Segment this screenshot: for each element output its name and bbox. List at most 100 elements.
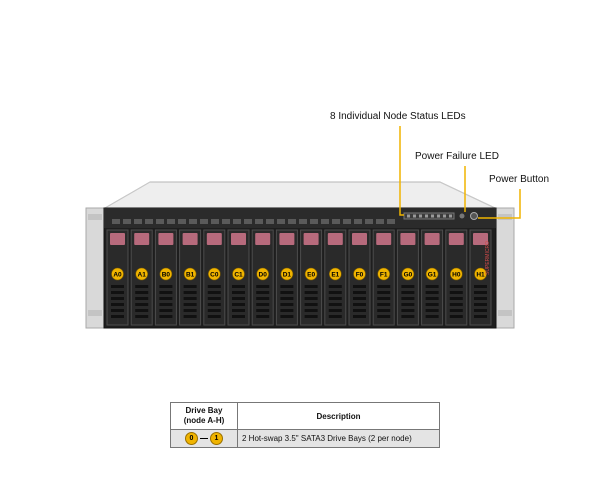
drive-bay-g0[interactable]: G0 (396, 229, 419, 326)
drive-vent (111, 291, 124, 294)
drive-vent (183, 285, 197, 288)
drive-bay-badge-icon (401, 267, 415, 281)
drive-vent (111, 303, 124, 306)
drive-bay-badge-icon (183, 267, 197, 281)
chassis-top (103, 181, 496, 209)
drive-bay-d0[interactable]: D0 (251, 229, 274, 326)
drive-bay-d1[interactable]: D1 (275, 229, 298, 326)
vent-slot (222, 219, 230, 224)
legend-header-description: Description (237, 402, 440, 430)
vent-slot (343, 219, 351, 224)
drive-vent (232, 309, 245, 312)
drive-bay-c0[interactable]: C0 (203, 229, 226, 326)
drive-release-handle[interactable] (231, 233, 246, 245)
legend-header-bay: Drive Bay (node A-H) (170, 402, 238, 430)
drive-bay-badge-icon (232, 267, 245, 281)
drive-vent (425, 285, 439, 288)
callout-line-power-button (478, 189, 521, 219)
drive-release-handle[interactable] (255, 233, 271, 245)
drive-vent (135, 285, 149, 288)
drive-release-handle[interactable] (182, 233, 198, 245)
vent-slot (321, 219, 329, 224)
drive-vent (111, 309, 124, 312)
drive-vent (474, 315, 487, 318)
drive-vent (256, 291, 270, 294)
drive-release-handle[interactable] (473, 233, 488, 245)
drive-release-handle[interactable] (303, 233, 319, 245)
vent-slot (255, 219, 263, 224)
vent-slot (178, 219, 186, 224)
drive-release-handle[interactable] (279, 233, 295, 245)
drive-release-handle[interactable] (327, 233, 343, 245)
drive-release-handle[interactable] (352, 233, 367, 245)
drive-vent (135, 297, 149, 300)
drive-bay-a1[interactable]: A1 (130, 229, 153, 326)
drive-bay-badge-icon (449, 267, 463, 281)
drive-bay-label: E1 (331, 272, 339, 279)
drive-bay-e1[interactable]: E1 (324, 229, 347, 326)
drive-bay-label: B1 (186, 272, 195, 279)
drive-bay-a0[interactable]: A0 (106, 229, 129, 326)
drive-vent (256, 303, 270, 306)
drive-release-handle[interactable] (134, 233, 150, 245)
drive-vent (232, 285, 245, 288)
drive-vent (183, 303, 197, 306)
callout-line-node-leds (399, 126, 404, 216)
drive-vent (449, 285, 463, 288)
brand-label: SUPERMICRO (485, 241, 491, 275)
drive-vent (353, 309, 366, 312)
drive-vent (377, 309, 391, 312)
drive-vent (207, 303, 221, 306)
range-dash (200, 438, 208, 439)
drive-vent (232, 291, 245, 294)
drive-release-handle[interactable] (424, 233, 440, 245)
drive-bay-f0[interactable]: F0 (348, 229, 371, 326)
callout-node-status-leds: 8 Individual Node Status LEDs (330, 111, 466, 122)
drive-vent (183, 309, 197, 312)
drive-vent (328, 291, 342, 294)
drive-release-handle[interactable] (110, 233, 125, 245)
drive-release-handle[interactable] (448, 233, 464, 245)
drive-vent (449, 297, 463, 300)
drive-vent (135, 309, 149, 312)
drive-bay-h1[interactable]: H1 (469, 229, 492, 326)
drive-bay-label: A1 (138, 272, 147, 279)
power-button[interactable] (470, 212, 478, 220)
drive-vent (135, 303, 149, 306)
drive-vent (449, 291, 463, 294)
drive-release-handle[interactable] (158, 233, 174, 245)
drive-vent (377, 285, 391, 288)
drive-bay-g1[interactable]: G1 (421, 229, 444, 326)
power-failure-led (459, 213, 465, 219)
drive-release-handle[interactable] (206, 233, 222, 245)
drive-bay-label: F1 (380, 272, 388, 279)
drive-bay-label: G1 (428, 272, 437, 279)
drive-bay-b0[interactable]: B0 (154, 229, 177, 326)
drive-vent (377, 291, 391, 294)
drive-bay-label: A0 (113, 272, 122, 279)
drive-vent (304, 303, 318, 306)
drive-bay-e0[interactable]: E0 (300, 229, 323, 326)
drive-bay-badge-icon (280, 267, 294, 281)
callout-lines (399, 126, 521, 219)
vent-slot (387, 219, 395, 224)
drive-vent (207, 285, 221, 288)
drive-bay-badge-icon (135, 267, 148, 281)
drive-vent (353, 315, 366, 318)
drive-vent (401, 309, 415, 312)
drive-bay-badge-icon (208, 267, 221, 281)
drive-bay-b1[interactable]: B1 (179, 229, 202, 326)
drive-release-handle[interactable] (376, 233, 392, 245)
drive-vent (377, 315, 391, 318)
drive-bay-c1[interactable]: C1 (227, 229, 250, 326)
drive-release-handle[interactable] (400, 233, 416, 245)
drive-vent (353, 291, 366, 294)
drive-bay-f1[interactable]: F1 (372, 229, 395, 326)
node-status-led (413, 214, 416, 218)
legend-description-cell: 2 Hot-swap 3.5" SATA3 Drive Bays (2 per … (237, 429, 440, 448)
drive-vent (474, 309, 487, 312)
drive-bay-h0[interactable]: H0 (445, 229, 468, 326)
drive-vent (474, 291, 487, 294)
node-status-led (443, 214, 446, 218)
